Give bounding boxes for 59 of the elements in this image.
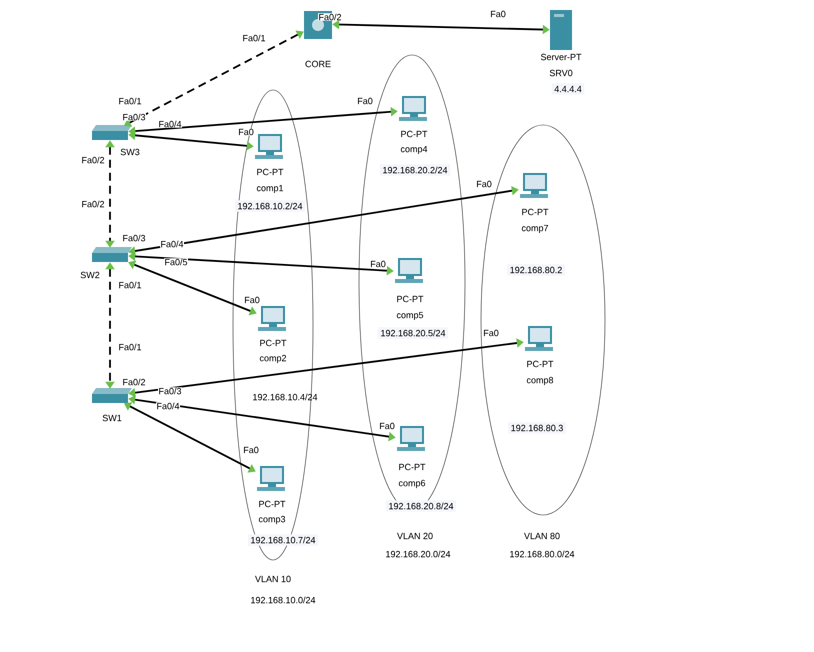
device-label: comp4 [400,146,428,154]
address-label: 192.168.10.7/24 [248,534,318,546]
port-label: Fa0 [370,260,386,268]
port-label: Fa0 [238,128,254,136]
port-label: Fa0/4 [160,240,184,248]
port-label: Fa0/4 [158,120,182,128]
device-label: SW3 [120,148,140,156]
device-label: SW2 [80,272,100,278]
device-label: comp1 [256,184,284,194]
port-label: Fa0/3 [122,113,146,121]
port-label: Fa0/1 [242,34,266,42]
port-label: Fa0 [490,10,506,18]
vlan-label: 192.168.10.0/24 [251,596,316,604]
device-label: SRV0 [550,70,572,76]
address-label: 192.168.20.2/24 [380,164,450,176]
port-label: Fa0/5 [164,258,188,266]
port-label: Fa0/2 [81,200,106,208]
port-label: Fa0/1 [118,343,142,351]
vlan-label: VLAN 20 [397,532,433,540]
port-label: Fa0/4 [156,402,180,410]
address-label: 192.168.80.2 [507,264,565,276]
port-label: Fa0/2 [81,156,106,164]
vlan-label: 192.168.80.0/24 [510,550,574,558]
device-label: PC-PT [522,208,548,216]
device-label: CORE [305,60,331,68]
port-label: Fa0 [482,329,500,337]
port-label: Fa0 [378,422,396,430]
device-label: comp6 [398,480,426,488]
port-label: Fa0/1 [118,281,142,289]
device-label: PC-PT [259,500,286,508]
address-label: 192.168.80.3 [508,422,566,434]
address-label: 192.168.20.5/24 [378,327,448,339]
device-label: PC-PT [257,168,284,176]
port-label: Fa0 [242,446,260,454]
device-label: PC-PT [397,296,424,302]
port-label: Fa0/3 [122,234,146,242]
port-label: Fa0 [356,97,374,105]
device-label: comp3 [258,516,286,524]
address-label: 192.168.20.8/24 [386,500,456,512]
device-label: comp8 [526,376,554,386]
port-label: Fa0/2 [122,378,146,386]
address-label: 4.4.4.4 [552,83,584,95]
vlan-label: VLAN 10 [255,576,291,582]
port-label: Fa0 [244,296,260,304]
address-label: 192.168.10.4/24 [253,394,318,400]
vlan-label: 192.168.20.0/24 [386,550,450,558]
device-label: PC-PT [401,130,428,138]
device-label: PC-PT [399,464,426,470]
address-label: 192.168.10.2/24 [234,200,306,212]
device-label: comp2 [260,354,286,364]
device-label: comp7 [522,224,548,234]
device-label: PC-PT [527,360,554,368]
port-label: Fa0/2 [318,13,342,21]
vlan-label: VLAN 80 [524,532,560,540]
device-label: SW1 [102,414,122,422]
port-label: Fa0 [476,180,492,188]
device-label: PC-PT [260,340,286,346]
device-label: comp5 [396,312,424,320]
device-label: Server-PT [540,54,582,60]
